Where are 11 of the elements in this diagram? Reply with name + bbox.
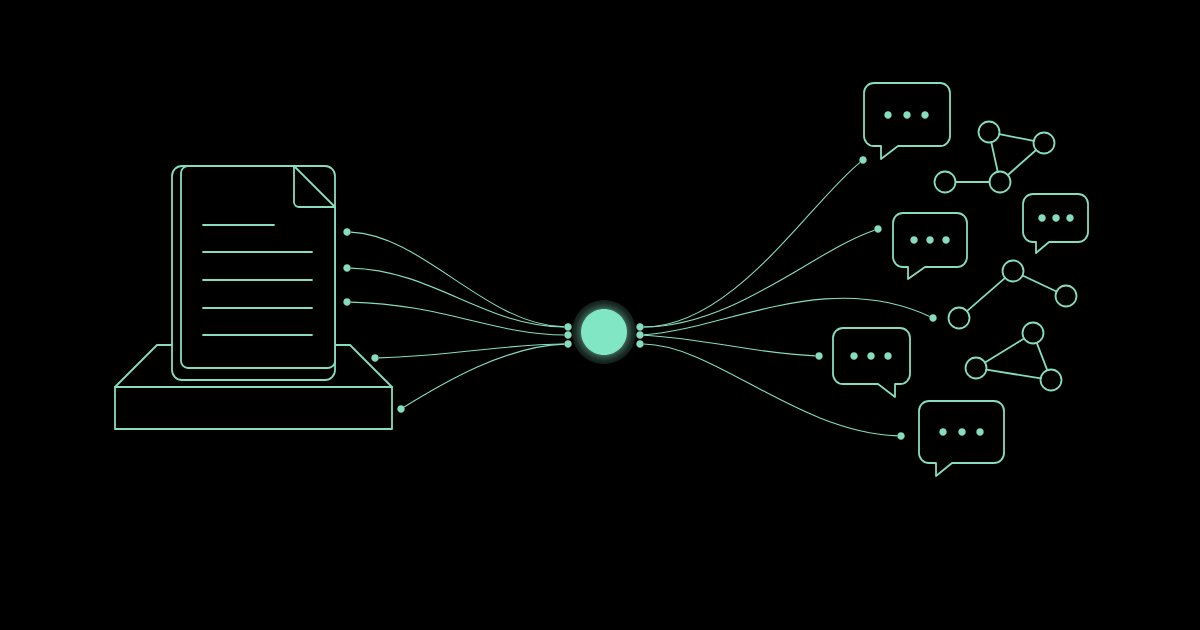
network-graph bbox=[964, 321, 1063, 392]
network-graph bbox=[933, 120, 1056, 194]
curved-connector bbox=[643, 229, 876, 328]
curved-connector bbox=[643, 334, 816, 357]
curved-connector bbox=[643, 343, 898, 437]
curved-connector bbox=[350, 267, 565, 328]
curved-connector bbox=[403, 343, 565, 408]
speech-bubble bbox=[1022, 193, 1089, 254]
curved-connector bbox=[378, 343, 565, 359]
curved-connector bbox=[350, 301, 565, 336]
curved-connector bbox=[643, 297, 931, 336]
